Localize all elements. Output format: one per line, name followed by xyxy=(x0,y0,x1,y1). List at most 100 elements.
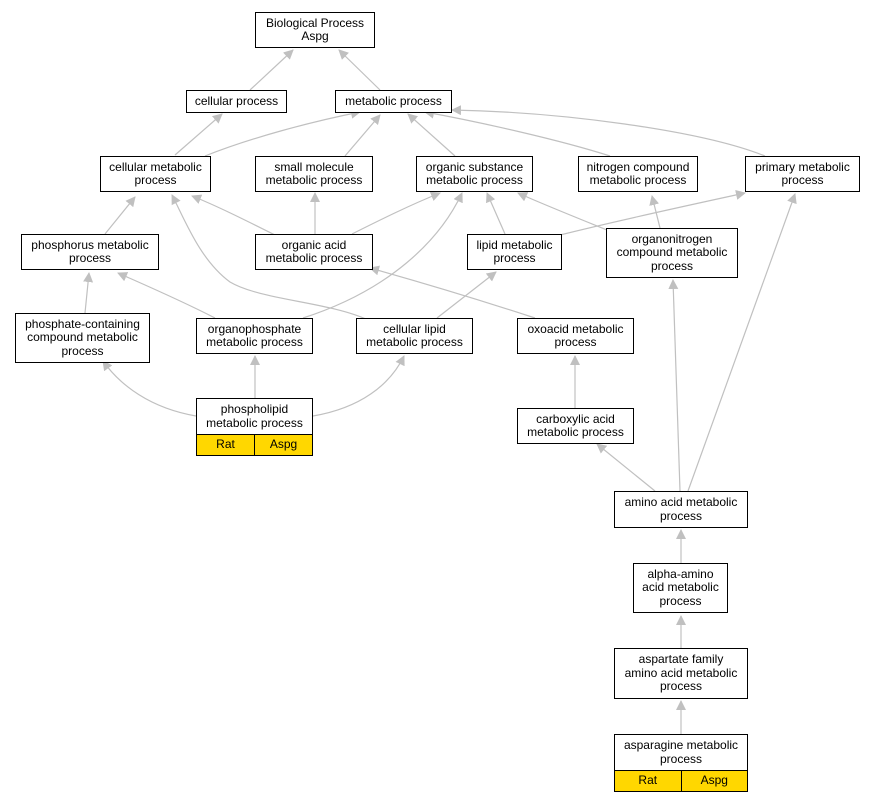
edge-phospholipid-to-phosphate xyxy=(102,360,197,417)
node-asparagine-metabolic-process[interactable]: asparagine metabolic process Rat Aspg xyxy=(614,734,748,792)
node-biological-process[interactable]: Biological Process Aspg xyxy=(255,12,375,48)
node-label-line: primary metabolic xyxy=(755,159,850,174)
node-label-line: process xyxy=(554,335,597,349)
node-organic-acid-metabolic-process[interactable]: organic acid metabolic process xyxy=(255,234,373,270)
node-label-line: oxoacid metabolic xyxy=(527,321,624,336)
edge-lipid-to-primary xyxy=(559,190,746,236)
node-label-line: cellular lipid xyxy=(383,321,446,336)
edge-organonitrogen-to-orgsub xyxy=(517,192,608,231)
edge-cellmet-to-cellular xyxy=(174,113,223,156)
node-cellular-process[interactable]: cellular process xyxy=(186,90,287,113)
node-label-line: process xyxy=(659,508,703,523)
edge-orgacid-to-cellmet xyxy=(191,194,276,236)
node-cellular-metabolic-process[interactable]: cellular metabolic process xyxy=(100,156,211,192)
node-metabolic-process[interactable]: metabolic process xyxy=(335,90,452,113)
edge-cellipid-to-cellmet xyxy=(171,194,369,321)
node-label-line: phospholipid xyxy=(220,402,289,416)
node-label-line: metabolic process xyxy=(206,335,303,349)
edge-phosphorus-to-cellmet xyxy=(104,196,136,235)
node-label-line: phosphate-containing xyxy=(25,316,140,331)
node-phosphate-containing-compound-metabolic-process[interactable]: phosphate-containing compound metabolic … xyxy=(15,313,150,363)
node-label-line: amino acid metabolic xyxy=(624,495,738,509)
edge-organophosphate-to-orgsub xyxy=(302,192,463,319)
node-label-line: compound metabolic xyxy=(616,245,728,260)
node-label-line: process xyxy=(659,679,703,694)
node-organonitrogen-compound-metabolic-process[interactable]: organonitrogen compound metabolic proces… xyxy=(606,228,738,278)
species-tag-rat: Rat xyxy=(615,771,681,791)
node-label-line: carboxylic acid xyxy=(536,411,615,426)
edge-aminoacid-to-primary xyxy=(687,193,797,492)
node-label-line: small molecule xyxy=(274,159,354,174)
node-amino-acid-metabolic-process[interactable]: amino acid metabolic process xyxy=(614,491,748,528)
node-label-line: metabolic process xyxy=(366,335,463,349)
node-label-line: acid metabolic xyxy=(642,580,719,595)
node-label-line: Biological Process xyxy=(265,15,365,30)
node-label-line: lipid metabolic xyxy=(476,237,553,252)
node-label-line: organic substance xyxy=(425,159,524,174)
node-primary-metabolic-process[interactable]: primary metabolic process xyxy=(745,156,860,192)
node-aspartate-family-amino-acid-metabolic-process[interactable]: aspartate family amino acid metabolic pr… xyxy=(614,648,748,699)
edge-organophosphate-to-phosphorus xyxy=(117,272,216,319)
node-label-line: process xyxy=(650,258,694,273)
node-label-line: metabolic process xyxy=(265,251,363,265)
node-label-line: metabolic process xyxy=(265,173,363,187)
node-label-line: phosphorus metabolic xyxy=(31,237,149,252)
edge-cellmet-to-metabolic xyxy=(204,108,361,157)
edge-lipid-to-orgsub xyxy=(486,192,506,235)
node-organic-substance-metabolic-process[interactable]: organic substance metabolic process xyxy=(416,156,533,192)
edge-aminoacid-to-organonitrogen xyxy=(668,279,681,492)
node-oxoacid-metabolic-process[interactable]: oxoacid metabolic process xyxy=(517,318,634,354)
node-label-line: process xyxy=(659,751,703,766)
node-label-line: alpha-amino xyxy=(647,566,714,581)
node-label-line: nitrogen compound xyxy=(586,159,690,174)
species-tags: Rat Aspg xyxy=(615,770,747,791)
node-label-line: process xyxy=(134,173,177,187)
node-label-line: organonitrogen xyxy=(631,231,713,246)
node-label-line: organic acid xyxy=(281,237,347,252)
edge-orgsub-to-metabolic xyxy=(407,113,456,157)
node-lipid-metabolic-process[interactable]: lipid metabolic process xyxy=(467,234,562,270)
node-label-line: process xyxy=(659,593,702,608)
node-carboxylic-acid-metabolic-process[interactable]: carboxylic acid metabolic process xyxy=(517,408,634,444)
node-label-line: process xyxy=(61,343,104,358)
node-label-line: metabolic process xyxy=(206,415,303,430)
node-label-line: compound metabolic xyxy=(27,330,138,345)
node-label-line: metabolic process xyxy=(426,173,523,187)
edge-orgacid-to-orgsub xyxy=(351,191,441,235)
node-label-line: metabolic process xyxy=(589,173,687,187)
node-label-line: amino acid metabolic xyxy=(624,665,738,680)
edge-primary-to-metabolic xyxy=(451,105,766,157)
node-cellular-lipid-metabolic-process[interactable]: cellular lipid metabolic process xyxy=(356,318,473,354)
node-label-line: Aspg xyxy=(301,29,329,43)
node-label-line: cellular process xyxy=(194,93,279,108)
edge-oxoacid-to-orgacid xyxy=(369,265,536,319)
edge-aminoacid-to-carboxylic xyxy=(596,443,656,492)
edge-cellular-to-bp xyxy=(249,49,294,91)
node-label-line: process xyxy=(781,173,824,187)
species-tag-aspg: Aspg xyxy=(254,435,312,455)
node-label-line: process xyxy=(493,251,536,265)
node-label-line: aspartate family xyxy=(638,652,724,667)
edge-metabolic-to-bp xyxy=(338,49,381,91)
node-label-line: cellular metabolic xyxy=(109,159,202,174)
edge-smallmol-to-metabolic xyxy=(344,114,381,157)
node-alpha-amino-acid-metabolic-process[interactable]: alpha-amino acid metabolic process xyxy=(633,563,728,613)
node-organophosphate-metabolic-process[interactable]: organophosphate metabolic process xyxy=(196,318,313,354)
node-phospholipid-metabolic-process[interactable]: phospholipid metabolic process Rat Aspg xyxy=(196,398,313,456)
species-tag-aspg: Aspg xyxy=(680,771,747,791)
node-label-line: organophosphate xyxy=(207,321,302,336)
node-label-line: metabolic process xyxy=(345,93,442,108)
node-label-line: process xyxy=(68,251,112,265)
edge-phospholipid-to-cellipid xyxy=(312,355,405,417)
node-small-molecule-metabolic-process[interactable]: small molecule metabolic process xyxy=(255,156,373,192)
edge-cellipid-to-lipid xyxy=(436,271,497,319)
node-label-line: metabolic process xyxy=(527,425,624,439)
node-nitrogen-compound-metabolic-process[interactable]: nitrogen compound metabolic process xyxy=(578,156,698,192)
species-tags: Rat Aspg xyxy=(197,434,312,455)
node-label-line: asparagine metabolic xyxy=(623,738,739,752)
species-tag-rat: Rat xyxy=(197,435,254,455)
edge-nitrogen-to-metabolic xyxy=(424,108,611,157)
node-phosphorus-metabolic-process[interactable]: phosphorus metabolic process xyxy=(21,234,159,270)
edge-phosphate-to-phosphorus xyxy=(83,272,94,314)
